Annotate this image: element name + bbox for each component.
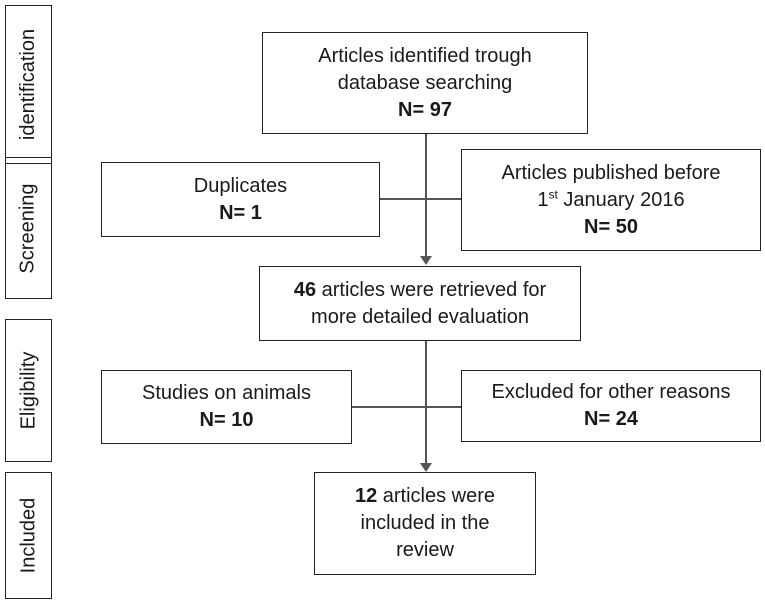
included-line1: 12 articles were	[355, 483, 495, 510]
box-articles-identified: Articles identified trough database sear…	[262, 32, 588, 134]
retrieved-count: 46	[293, 278, 317, 301]
identified-line2: database searching	[337, 71, 513, 94]
included-line3: review	[396, 539, 454, 561]
stage-included: Included	[5, 472, 52, 599]
before2016-count: N= 50	[584, 215, 638, 238]
duplicates-count: N= 1	[219, 201, 262, 224]
identified-line1: Articles identified trough	[318, 44, 532, 67]
box-articles-retrieved: 46 articles were retrieved for more deta…	[259, 266, 581, 341]
retrieved-line1-rest: articles were retrieved for	[316, 278, 547, 301]
before2016-date-sup: st	[548, 186, 558, 201]
animals-count: N= 10	[199, 409, 254, 431]
stage-screening: Screening	[5, 157, 52, 299]
before2016-date-rest: January 2016	[557, 188, 685, 211]
before2016-date-prefix: 1	[537, 188, 549, 211]
box-duplicates: Duplicates N= 1	[101, 162, 380, 237]
before2016-date: 1st January 2016	[537, 187, 684, 214]
connector-eligibility-branch	[352, 406, 462, 408]
animals-label: Studies on animals	[142, 382, 311, 404]
stage-included-label: Included	[17, 497, 39, 574]
included-count: 12	[354, 485, 378, 507]
retrieved-line1: 46 articles were retrieved for	[294, 277, 546, 304]
other-label: Excluded for other reasons	[491, 381, 731, 403]
box-articles-included: 12 articles were included in the review	[314, 472, 536, 575]
duplicates-label: Duplicates	[193, 174, 288, 197]
box-studies-on-animals: Studies on animals N= 10	[101, 370, 352, 444]
retrieved-line2: more detailed evaluation	[311, 305, 529, 328]
identified-count: N= 97	[398, 98, 452, 121]
stage-identification-label: identification	[17, 28, 39, 141]
stage-screening-label: Screening	[17, 182, 39, 274]
box-published-before-2016: Articles published before 1st January 20…	[461, 149, 761, 251]
before2016-line1: Articles published before	[501, 161, 721, 184]
stage-eligibility-label: Eligibility	[17, 351, 39, 430]
included-line1-rest: articles were	[377, 485, 496, 507]
arrowhead-1	[420, 256, 432, 265]
stage-eligibility: Eligibility	[5, 319, 52, 462]
connector-main-1	[425, 133, 427, 257]
box-excluded-other-reasons: Excluded for other reasons N= 24	[461, 370, 761, 442]
stage-identification: identification	[5, 5, 52, 164]
arrowhead-2	[420, 463, 432, 472]
other-count: N= 24	[584, 408, 638, 430]
connector-main-2	[425, 340, 427, 465]
included-line2: included in the	[360, 512, 490, 534]
